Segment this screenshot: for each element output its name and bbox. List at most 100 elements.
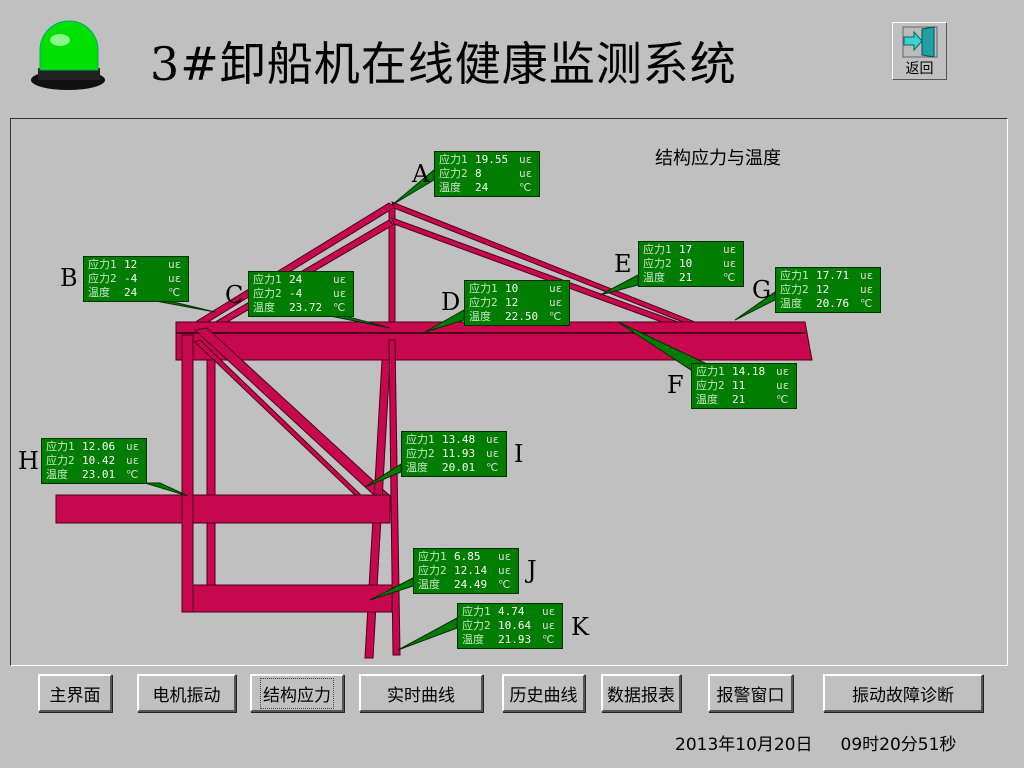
field-value: 21 (679, 271, 693, 284)
field-value: 23.72 (289, 301, 323, 314)
field-value: 12 (816, 283, 830, 296)
field-label: 应力2 (643, 257, 672, 270)
sensor-label-D: D (441, 288, 461, 316)
structure-panel (10, 118, 1008, 666)
field-value: 4.74 (498, 605, 525, 618)
unit: uε (168, 258, 182, 271)
field-label: 应力1 (696, 365, 725, 378)
field-label: 应力2 (46, 454, 75, 467)
unit: uε (486, 433, 500, 446)
unit: uε (519, 153, 533, 166)
nav-button-5[interactable]: 数据报表 (601, 674, 681, 712)
field-value: 8 (475, 167, 482, 180)
unit: uε (498, 564, 512, 577)
field-label: 应力1 (643, 243, 672, 256)
field-value: 23.01 (82, 468, 116, 481)
field-value: 12.06 (82, 440, 116, 453)
field-label: 温度 (462, 633, 484, 646)
unit: ℃ (519, 181, 532, 194)
field-value: 10.64 (498, 619, 532, 632)
unit: uε (723, 243, 737, 256)
field-value: 22.50 (505, 310, 539, 323)
field-label: 温度 (780, 297, 802, 310)
field-value: -4 (124, 272, 138, 285)
field-label: 应力2 (439, 167, 468, 180)
nav-button-1[interactable]: 电机振动 (137, 674, 236, 712)
field-label: 应力1 (780, 269, 809, 282)
field-value: 17.71 (816, 269, 850, 282)
unit: ℃ (723, 271, 736, 284)
field-value: 6.85 (454, 550, 481, 563)
nav-button-7[interactable]: 振动故障诊断 (823, 674, 983, 712)
field-value: 12 (505, 296, 519, 309)
sensor-label-H: H (18, 447, 39, 475)
back-button[interactable]: 返回 (892, 22, 947, 80)
field-label: 温度 (439, 181, 461, 194)
unit: uε (126, 454, 140, 467)
field-label: 应力2 (418, 564, 447, 577)
sensor-label-E: E (614, 250, 632, 278)
nav-button-6[interactable]: 报警窗口 (708, 674, 793, 712)
nav-button-4[interactable]: 历史曲线 (502, 674, 585, 712)
sensor-row-stress1: 应力1 12 uε (88, 258, 184, 272)
field-value: 12 (124, 258, 138, 271)
field-value: 10.42 (82, 454, 116, 467)
unit: ℃ (486, 461, 499, 474)
field-label: 应力2 (253, 287, 282, 300)
sensor-row-stress1: 应力1 17 uε (643, 243, 739, 257)
field-label: 应力1 (88, 258, 117, 271)
nav-button-3[interactable]: 实时曲线 (359, 674, 483, 712)
unit: ℃ (776, 393, 789, 406)
unit: ℃ (168, 286, 181, 299)
sensor-pointers (144, 168, 776, 651)
unit: uε (723, 257, 737, 270)
field-label: 温度 (643, 271, 665, 284)
sensor-row-temp: 温度 23.72 ℃ (253, 301, 349, 315)
sensor-label-K: K (571, 613, 589, 641)
nav-button-label: 结构应力 (260, 677, 334, 709)
nav-button-0[interactable]: 主界面 (38, 674, 112, 712)
unit: ℃ (498, 578, 511, 591)
sensor-row-temp: 温度 21 ℃ (643, 271, 739, 285)
field-value: 24.49 (454, 578, 488, 591)
nav-button-label: 数据报表 (607, 685, 675, 706)
nav-button-2[interactable]: 结构应力 (250, 674, 344, 712)
sensor-label-F: F (667, 371, 684, 399)
field-value: 21.93 (498, 633, 532, 646)
field-value: 24 (289, 273, 303, 286)
field-value: 17 (679, 243, 693, 256)
status-light-icon (31, 20, 105, 90)
sensor-label-B: B (60, 264, 78, 292)
panel-title: 结构应力与温度 (655, 148, 781, 169)
field-label: 应力2 (406, 447, 435, 460)
unit: uε (333, 273, 347, 286)
unit: ℃ (333, 301, 346, 314)
unit: uε (168, 272, 182, 285)
field-label: 温度 (253, 301, 275, 314)
field-label: 应力2 (696, 379, 725, 392)
